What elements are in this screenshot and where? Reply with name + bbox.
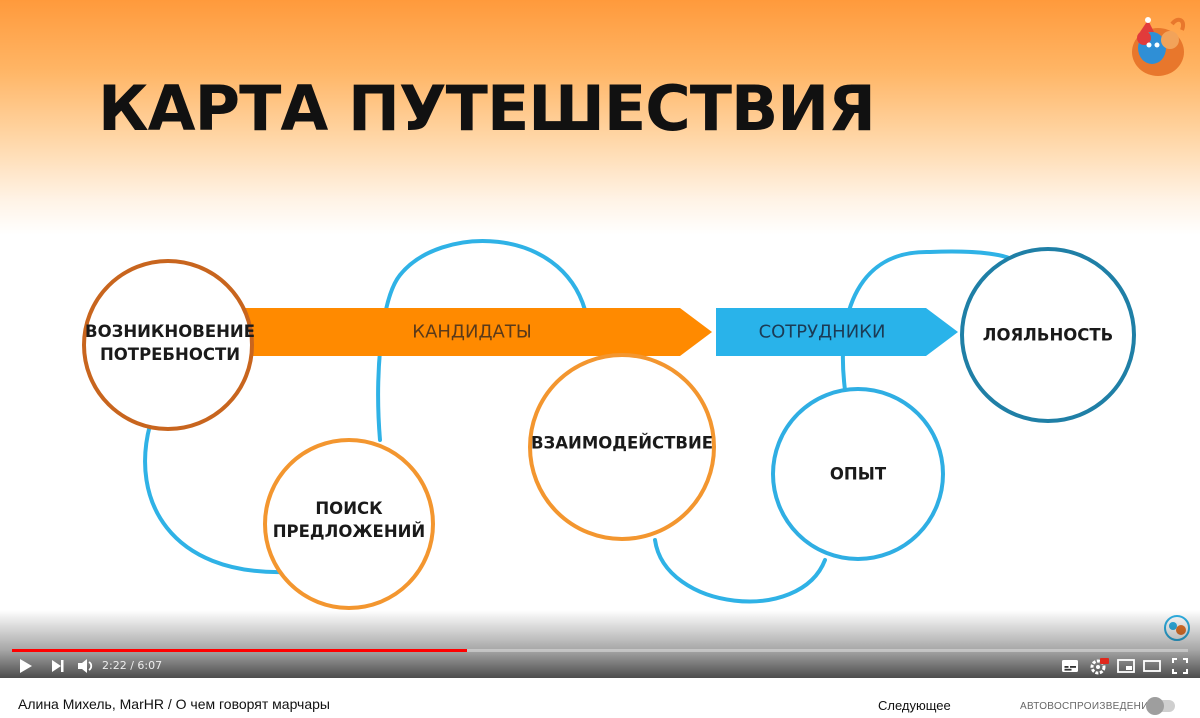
next-icon	[52, 660, 64, 672]
autoplay-label: АВТОВОСПРОИЗВЕДЕНИЕ	[1020, 701, 1156, 712]
next-button[interactable]	[46, 656, 70, 676]
play-button[interactable]	[14, 656, 38, 676]
below-player-bar	[0, 678, 1200, 718]
node-label-loyalty: ЛОЯЛЬНОСТЬ	[982, 325, 1114, 345]
node-label-experience: ОПЫТ	[829, 464, 887, 484]
autoplay-toggle-knob[interactable]	[1146, 697, 1164, 715]
slide-title: КАРТА ПУТЕШЕСТВИЯ	[98, 72, 876, 145]
volume-icon	[78, 659, 93, 673]
subtitles-button[interactable]	[1058, 656, 1082, 676]
volume-button[interactable]	[74, 656, 98, 676]
fullscreen-icon	[1172, 658, 1188, 674]
curve-interaction-experience	[653, 538, 827, 604]
fullscreen-button[interactable]	[1168, 656, 1192, 676]
video-title[interactable]: Алина Михель, MarHR / О чем говорят марч…	[18, 696, 330, 712]
node-circle-interaction	[528, 353, 716, 541]
arrow-candidates	[240, 308, 712, 356]
arrow-employees	[716, 308, 958, 356]
miniplayer-icon	[1117, 659, 1135, 673]
node-circle-need	[82, 259, 254, 431]
subtitles-icon	[1062, 660, 1078, 672]
progress-fill	[12, 649, 468, 652]
settings-button[interactable]	[1086, 656, 1112, 676]
node-label-interaction: ВЗАИМОДЕЙСТВИЕ	[530, 433, 714, 453]
controls-gradient	[0, 610, 1200, 678]
arrow-label-candidates: КАНДИДАТЫ	[412, 321, 532, 343]
miniplayer-button[interactable]	[1114, 656, 1138, 676]
node-circle-search	[263, 438, 435, 610]
curve-need-search	[143, 423, 287, 575]
node-label-search: ПОИСК ПРЕДЛОЖЕНИЙ	[272, 499, 426, 541]
arrow-label-employees: СОТРУДНИКИ	[758, 321, 886, 343]
node-circle-experience	[771, 387, 945, 561]
mascot-logo	[1132, 17, 1185, 76]
theater-button[interactable]	[1140, 656, 1164, 676]
play-icon	[20, 659, 32, 673]
node-label-need: ВОЗНИКНОВЕНИЕ ПОТРЕБНОСТИ	[84, 322, 256, 364]
time-display: 2:22 / 6:07	[102, 659, 163, 672]
node-circle-loyalty	[960, 247, 1136, 423]
video-player[interactable]: КАРТА ПУТЕШЕСТВИЯ ВОЗНИКНОВЕНИЕ ПОТРЕБНО…	[0, 0, 1200, 678]
curve-search-top	[376, 239, 587, 442]
journey-diagram	[82, 239, 1136, 610]
next-up-label: Следующее	[878, 698, 951, 713]
settings-icon	[1090, 658, 1109, 675]
theater-icon	[1143, 660, 1161, 672]
progress-bar[interactable]	[12, 649, 1188, 652]
